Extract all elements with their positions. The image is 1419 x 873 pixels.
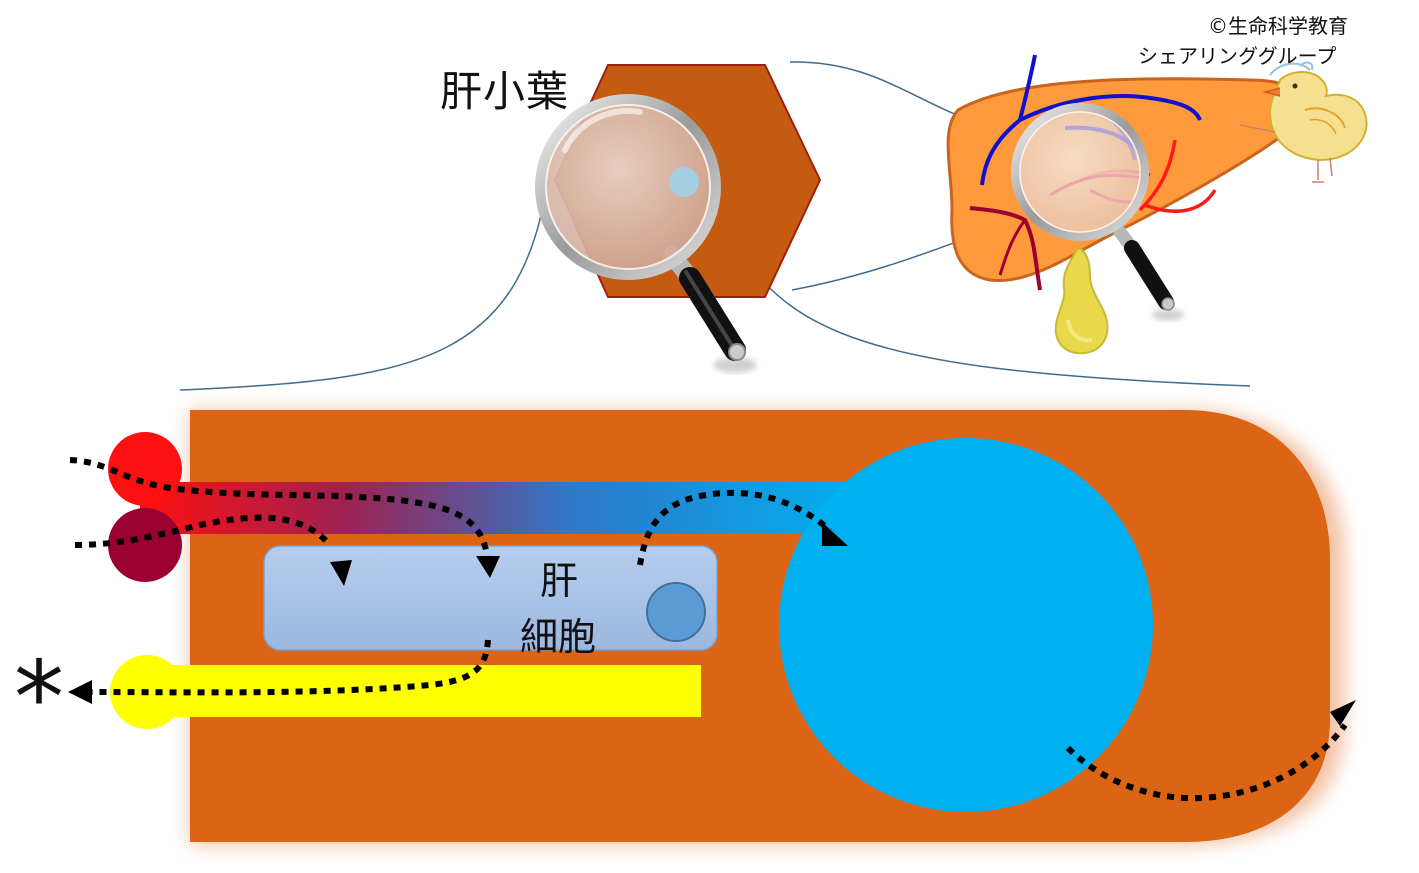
- chick-icon: [1239, 61, 1368, 183]
- hepatocyte-label-line2: 細胞: [520, 615, 597, 659]
- arrowhead-portal: [330, 560, 352, 586]
- portal-vein: [108, 508, 182, 582]
- credit-line1: ©生命科学教育: [1208, 14, 1348, 38]
- arrow-hepatocyte-to-bile: [91, 639, 491, 696]
- hepatic-artery: [108, 432, 182, 506]
- credit-line2: シェアリンググループ: [1138, 44, 1337, 68]
- central-vein: [779, 438, 1153, 812]
- lobule-label: 肝小葉: [440, 67, 570, 116]
- flow-arrows: [69, 457, 1348, 802]
- arrow-portal-to-hepatocyte: [74, 514, 333, 548]
- arrowhead-out: [1330, 700, 1356, 726]
- gallbladder-icon: [1054, 246, 1109, 355]
- arrowhead-bile: [68, 680, 92, 704]
- arrowheads: [68, 522, 1356, 726]
- arrow-hepatocyte-to-central-vein: [637, 490, 832, 566]
- liver-icon: [946, 54, 1301, 321]
- hepatocyte-nucleus: [646, 582, 706, 642]
- sinusoid-channel: [140, 482, 860, 534]
- bile-output-asterisk: *: [14, 639, 64, 756]
- arrow-central-vein-out: [1065, 723, 1348, 802]
- hepatocyte: [263, 545, 718, 651]
- lens-vein-spot: [669, 167, 699, 197]
- arrowhead-artery: [476, 556, 500, 578]
- hepatocyte-label-line1: 肝: [540, 559, 579, 603]
- magnifier-icon: [535, 94, 757, 373]
- zoom-line-left: [179, 179, 549, 391]
- bile-canaliculus: [145, 665, 701, 717]
- arrowhead-central-vein: [822, 522, 848, 546]
